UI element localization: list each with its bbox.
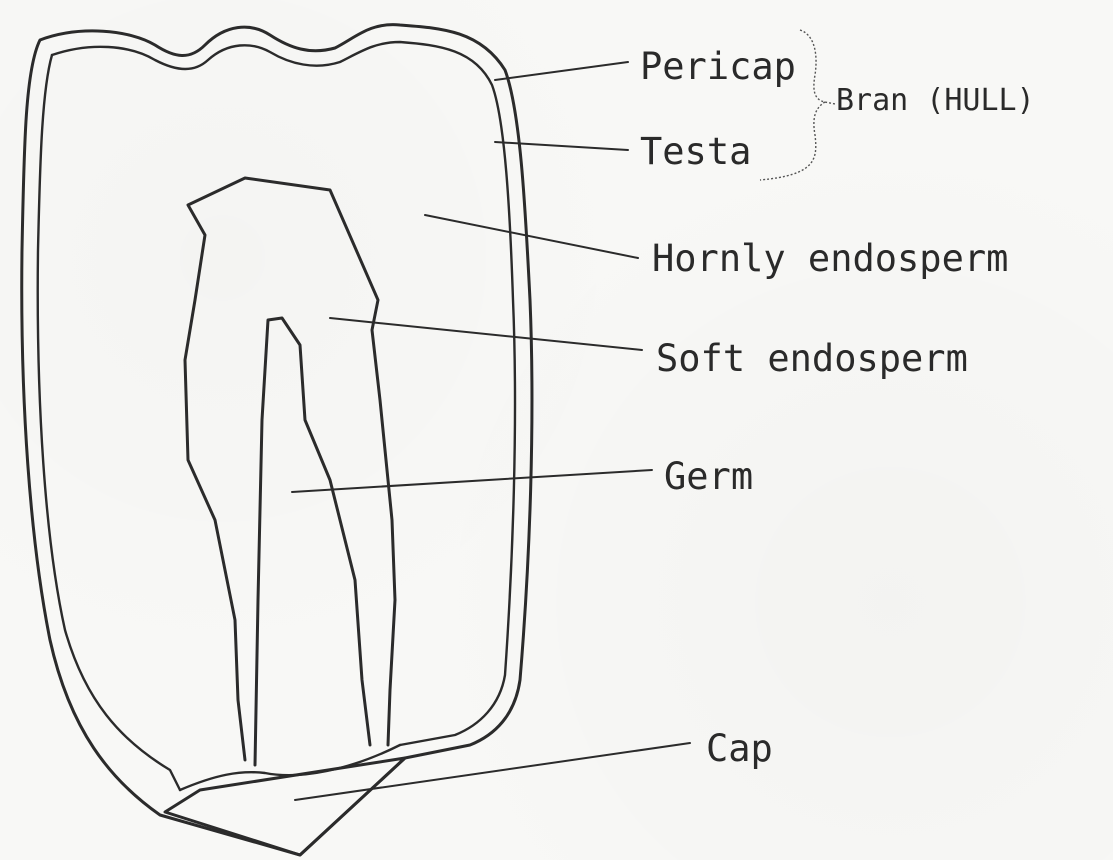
germ-outline [255, 318, 370, 765]
label-horny-endosperm: Hornly endosperm [652, 240, 1008, 277]
label-soft-endosperm: Soft endosperm [656, 340, 968, 377]
soft-endosperm-leader [330, 318, 642, 350]
label-cap: Cap [706, 730, 773, 767]
cap-leader [295, 743, 690, 800]
horny-endosperm-leader [425, 215, 638, 258]
testa-outline [52, 42, 515, 745]
pericarp-outline [22, 25, 532, 855]
label-germ: Germ [664, 458, 753, 495]
endosperm-base [180, 745, 400, 790]
label-testa: Testa [640, 133, 751, 170]
testa-left-line [38, 55, 180, 790]
testa-leader [495, 142, 628, 150]
label-pericap: Pericap [640, 48, 796, 85]
germ-leader [292, 470, 652, 492]
soft-endosperm-outline [185, 178, 395, 760]
cap-shape [165, 758, 405, 855]
pericap-leader [495, 62, 628, 80]
label-bran: Bran (HULL) [836, 86, 1035, 116]
